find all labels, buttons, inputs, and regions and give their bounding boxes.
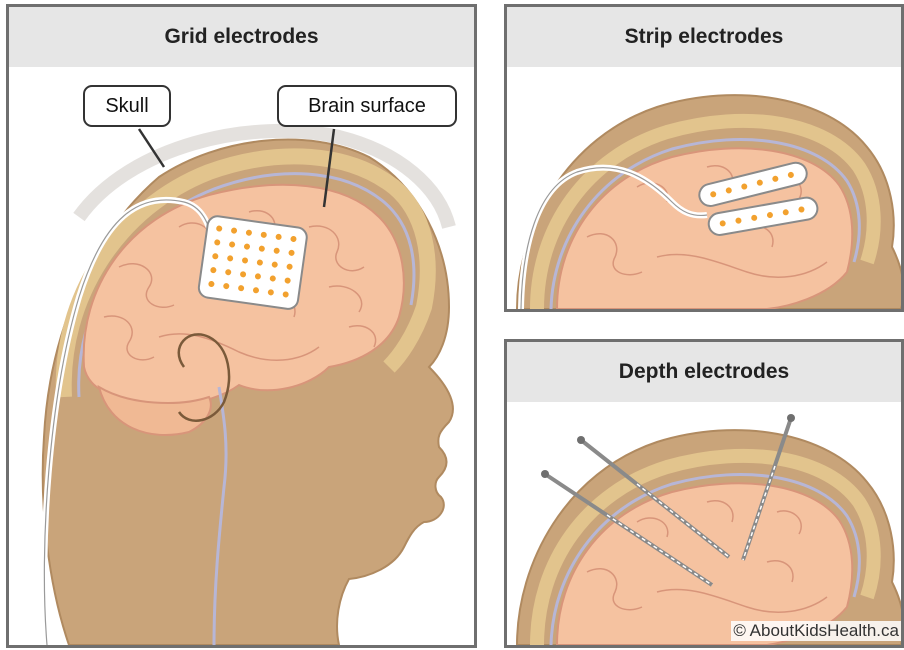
strip-electrodes-panel: Strip electrodes (504, 4, 904, 312)
strip-electrodes-title: Strip electrodes (507, 7, 901, 67)
grid-electrodes-panel: Grid electrodes (6, 4, 477, 648)
depth-electrodes-panel: Depth electrodes © A (504, 339, 904, 648)
depth-electrodes-illustration (507, 402, 901, 645)
grid-electrodes-illustration (9, 67, 474, 645)
copyright-notice: © AboutKidsHealth.ca (731, 621, 901, 641)
strip-electrodes-illustration (507, 67, 901, 309)
grid-electrode-pad (198, 215, 308, 310)
skull-callout: Skull (83, 85, 171, 127)
brain-surface-callout: Brain surface (277, 85, 457, 127)
grid-electrodes-title: Grid electrodes (9, 7, 474, 67)
depth-electrodes-title: Depth electrodes (507, 342, 901, 402)
